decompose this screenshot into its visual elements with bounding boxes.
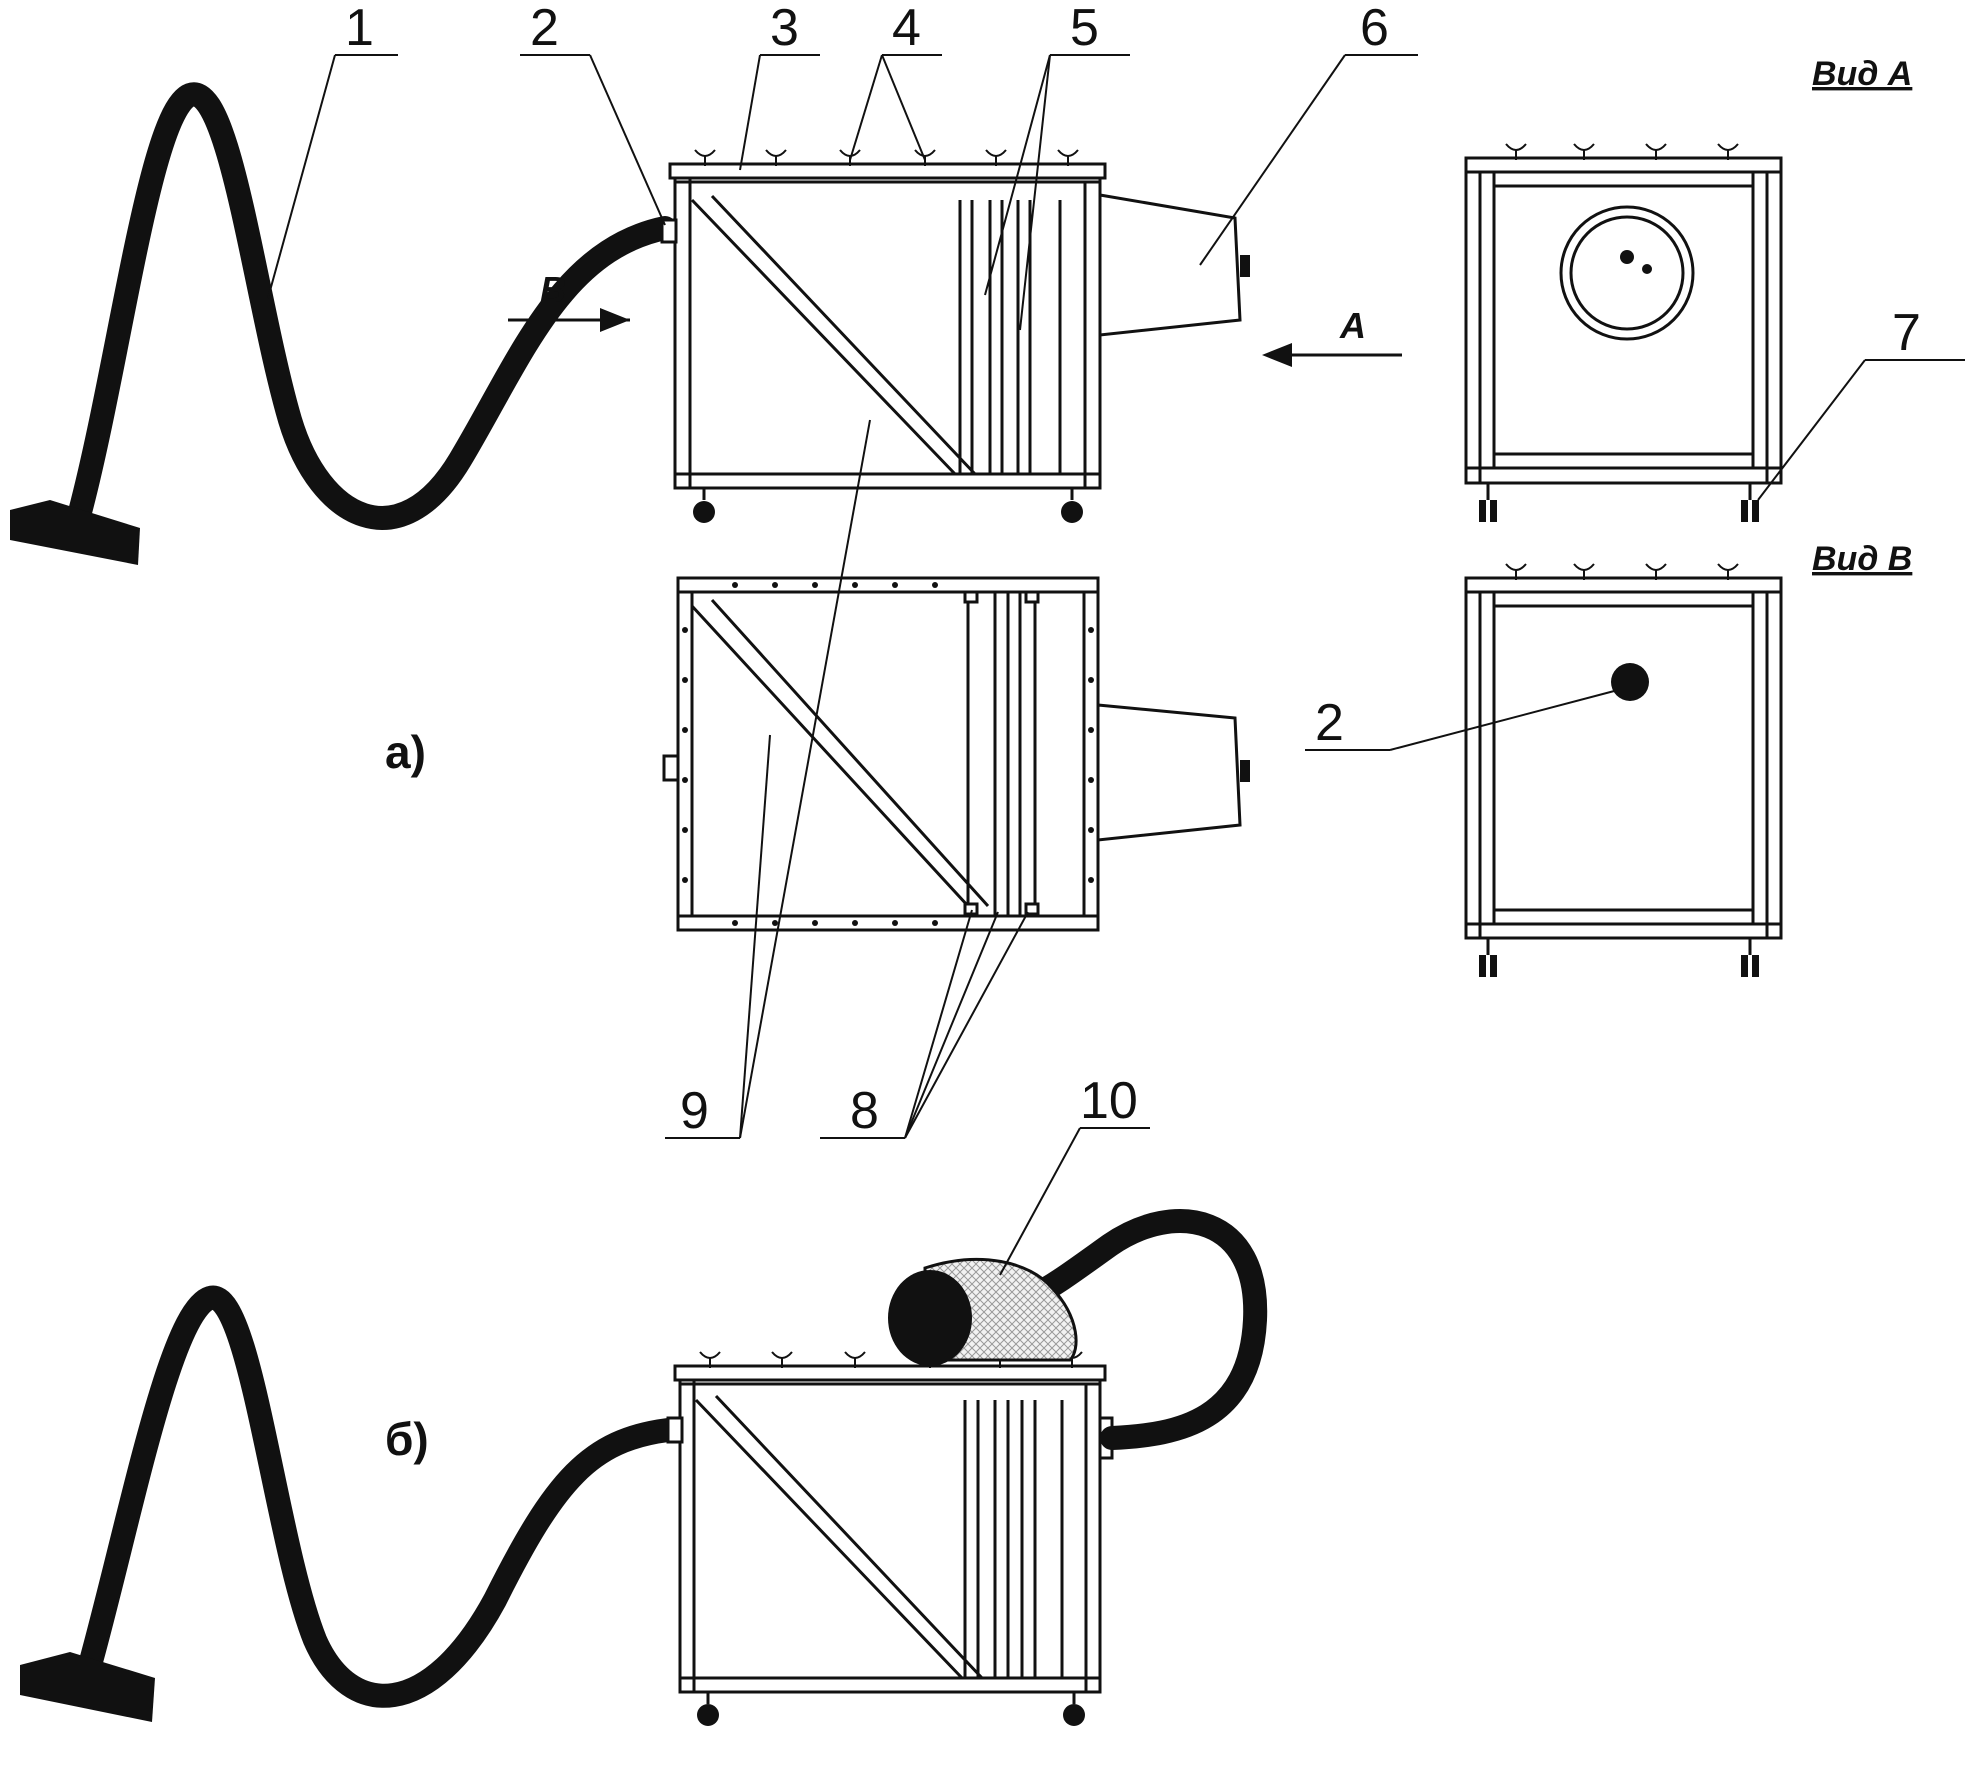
- arrow-b-label: В: [540, 269, 566, 310]
- label-4: 4: [892, 0, 921, 57]
- view-b-title: Вид В: [1812, 540, 1912, 578]
- side-view-top: В А: [10, 82, 1402, 565]
- label-2: 2: [530, 0, 559, 57]
- hose-1: [68, 82, 677, 530]
- label-3: 3: [770, 0, 799, 57]
- view-a-title: Вид А: [1812, 55, 1912, 93]
- part-labels: 1 2 3 4 5 6 7 2 9 8 10 а) б): [345, 0, 1921, 1465]
- subfigure-a-label: а): [385, 726, 426, 778]
- section-view: [662, 576, 1250, 932]
- floor-nozzle: [10, 500, 140, 565]
- label-5: 5: [1070, 0, 1099, 57]
- view-a: Вид А: [1464, 55, 1912, 522]
- label-2-view-b: 2: [1315, 694, 1344, 752]
- leader-lines: [267, 54, 1965, 1276]
- subfigure-b-label: б): [385, 1413, 429, 1465]
- label-8: 8: [850, 1082, 879, 1140]
- label-9: 9: [680, 1082, 709, 1140]
- label-7: 7: [1892, 304, 1921, 362]
- view-b: Вид В: [1464, 540, 1912, 977]
- label-1: 1: [345, 0, 374, 57]
- label-10: 10: [1080, 1072, 1138, 1130]
- side-view-bottom: [20, 1209, 1268, 1726]
- arrow-a-label: А: [1339, 305, 1366, 346]
- hose-bottom: [78, 1285, 680, 1708]
- label-6: 6: [1360, 0, 1389, 57]
